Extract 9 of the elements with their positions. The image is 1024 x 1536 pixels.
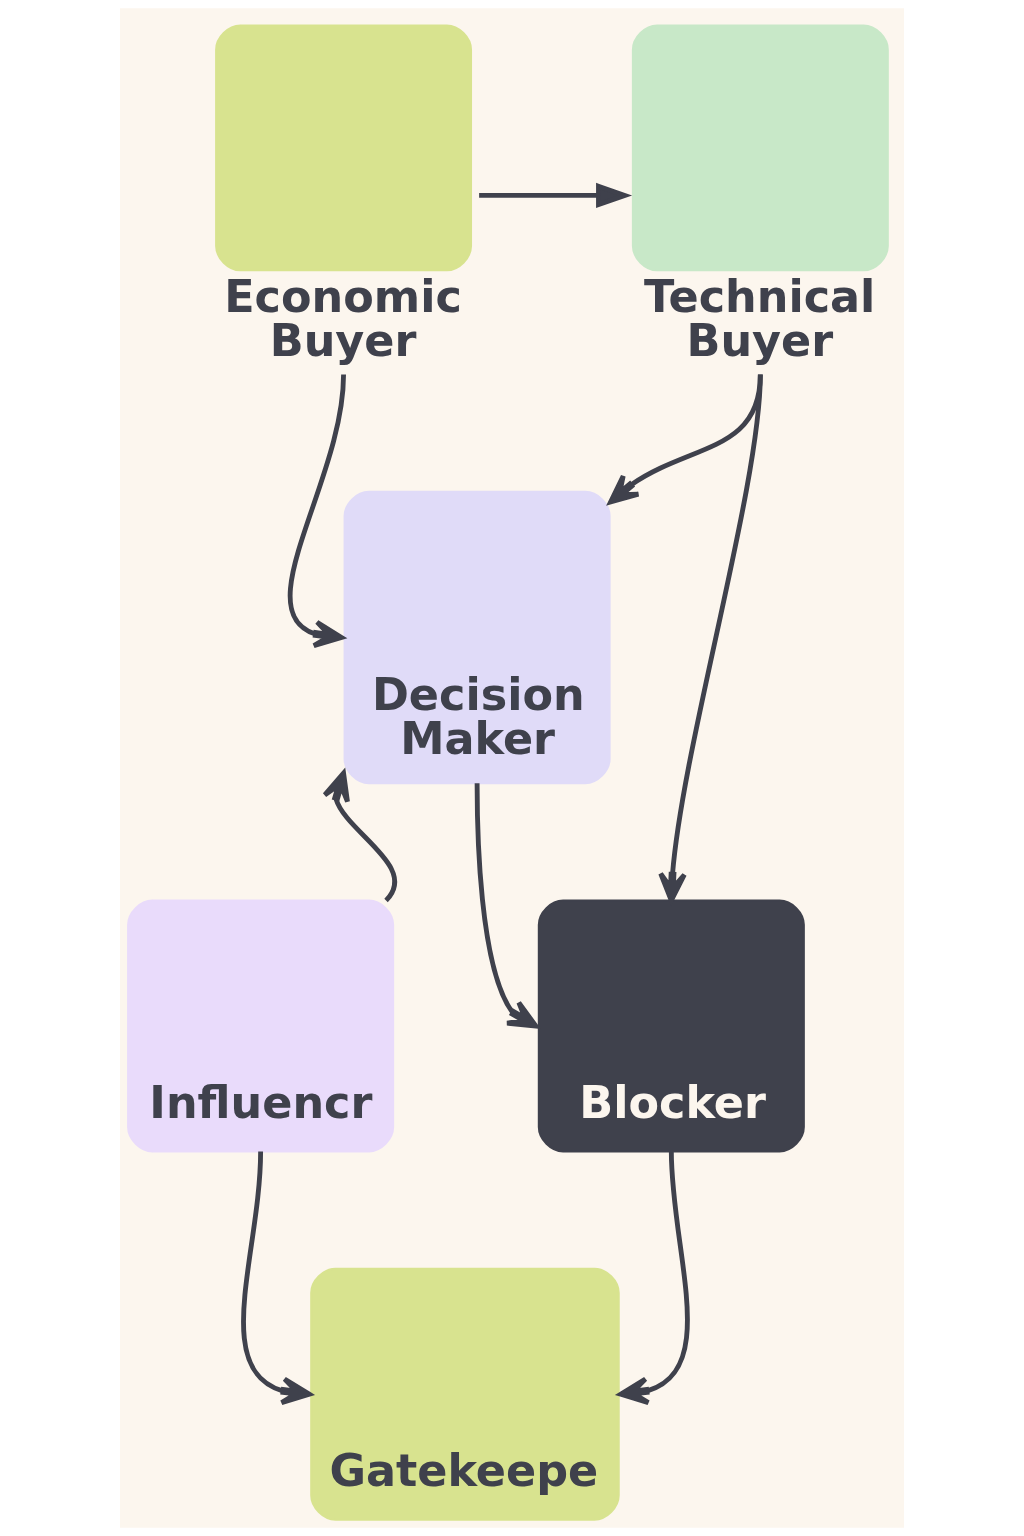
arrow <box>241 1151 312 1406</box>
arrow <box>618 1151 690 1406</box>
arrow <box>658 374 763 903</box>
node-label: Technical Buyer <box>644 270 876 367</box>
arrow <box>474 783 539 1029</box>
arrow <box>322 770 397 902</box>
arrow <box>479 182 633 209</box>
node-label: Economic Buyer <box>224 270 462 367</box>
arrow <box>287 374 346 649</box>
